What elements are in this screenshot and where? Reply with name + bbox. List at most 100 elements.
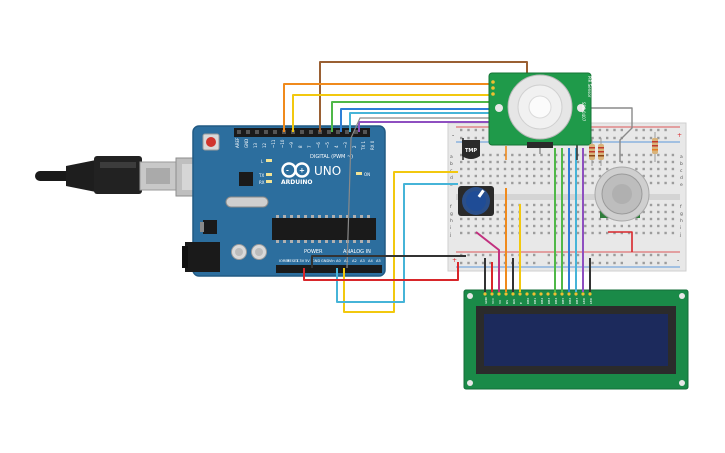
breadboard-hole [642,210,645,214]
breadboard-hole [591,203,594,207]
crystal-oscillator [225,196,269,208]
breadboard-hole [649,181,653,185]
digital-pwm-label: DIGITAL (PWM ~) [310,154,353,160]
breadboard-hole [511,153,514,157]
breadboard-rail-hole [635,128,638,132]
breadboard-rail-hole [613,128,616,132]
breadboard-hole [554,167,558,171]
tmp-sensor: TMP [462,140,480,159]
wire-cyan-loop [336,183,458,303]
breadboard-rail-hole [562,261,565,265]
wire-yellow-top [292,94,497,132]
breadboard-hole [554,231,558,235]
breadboard-hole [547,217,550,221]
breadboard-hole [591,231,594,235]
lcd-pin-label-8: DB1 [533,298,537,304]
pir-mount-left [495,104,503,112]
breadboard-hole [460,167,463,171]
breadboard-hole [627,160,631,164]
breadboard-hole [460,153,463,157]
breadboard-hole [576,224,580,228]
breadboard-hole [584,153,587,157]
lcd-mount-hole-br [679,380,685,386]
breadboard-hole [511,224,514,228]
breadboard-hole [598,167,602,171]
lcd-pin-label-14: DB7 [575,298,579,304]
row-letter-h-right: h [680,218,683,224]
usb-plug-body [94,156,142,194]
breadboard-hole [562,174,565,178]
breadboard-rail-hole [657,261,660,265]
breadboard-hole [460,217,463,221]
reset-button-cap[interactable] [206,137,216,147]
breadboard-rail-hole [642,261,645,265]
pin-label-13: 13 [253,142,258,148]
breadboard-hole [503,181,507,185]
breadboard-hole [481,224,485,228]
wire-black-main [311,255,466,268]
breadboard-hole [525,203,529,207]
pin-label-4: 4 [334,145,339,148]
breadboard-rail-hole [642,253,645,257]
breadboard-hole [540,160,543,164]
resistor-3 [652,132,658,162]
row-letter-e-right: e [680,183,683,188]
breadboard-hole [576,167,580,171]
breadboard-hole [620,160,623,164]
arduino-model-text: UNO [314,164,341,178]
led-label-tx: TX [258,173,264,178]
breadboard-hole [540,174,543,178]
breadboard-rail-hole [606,136,609,140]
wire-red-main [303,262,459,281]
breadboard-rail-hole [481,261,485,265]
breadboard-rail-hole [664,261,667,265]
breadboard-hole [576,217,580,221]
breadboard-hole [489,153,492,157]
breadboard-hole [554,224,558,228]
breadboard-hole [481,174,485,178]
breadboard-rail-hole [649,253,653,257]
pin-label-reset: RESET [287,259,299,263]
led-label-rx: RX [259,180,265,185]
pin-label-8: 8 [298,145,303,148]
led-label-on: ON [364,172,370,177]
breadboard-hole [503,167,507,171]
breadboard-hole [525,217,529,221]
row-letter-i: i [450,225,451,231]
lcd-mount-hole-bl [467,380,473,386]
breadboard-hole [569,167,572,171]
arduino-logo-minus: - [286,167,289,175]
breadboard-hole [620,231,623,235]
row-letter-g-right: g [680,212,683,217]
breadboard-hole [554,153,558,157]
lcd-pin-label-13: DB6 [568,298,572,304]
breadboard-rail-hole [657,128,660,132]
breadboard-hole [511,167,514,171]
breadboard-rail-hole [606,261,609,265]
breadboard-rail-hole [562,253,565,257]
breadboard-rail-hole [591,128,594,132]
breadboard-rail-hole [533,261,536,265]
breadboard-hole [460,160,463,164]
pir-mount-right [577,104,585,112]
breadboard-hole [606,167,609,171]
breadboard-hole [671,210,675,214]
potentiometer[interactable] [458,186,494,216]
breadboard-hole [649,217,653,221]
usb-plug-highlight [100,162,136,168]
breadboard-hole [591,174,594,178]
power-pin-labels: IOREF RESET 3.3V 5V GND GND Vin [279,259,335,263]
breadboard-rail-hole [481,136,485,140]
breadboard-hole [642,153,645,157]
breadboard-hole [503,174,507,178]
breadboard-hole [591,167,594,171]
breadboard-hole [481,231,485,235]
led-l [266,159,272,162]
breadboard-hole [547,153,550,157]
lcd-pin-label-11: DB4 [554,298,558,304]
breadboard-hole [511,174,514,178]
breadboard-rail-hole [620,261,623,265]
breadboard-hole [620,224,623,228]
power-header-label: POWER [304,249,323,255]
breadboard-hole [562,224,565,228]
